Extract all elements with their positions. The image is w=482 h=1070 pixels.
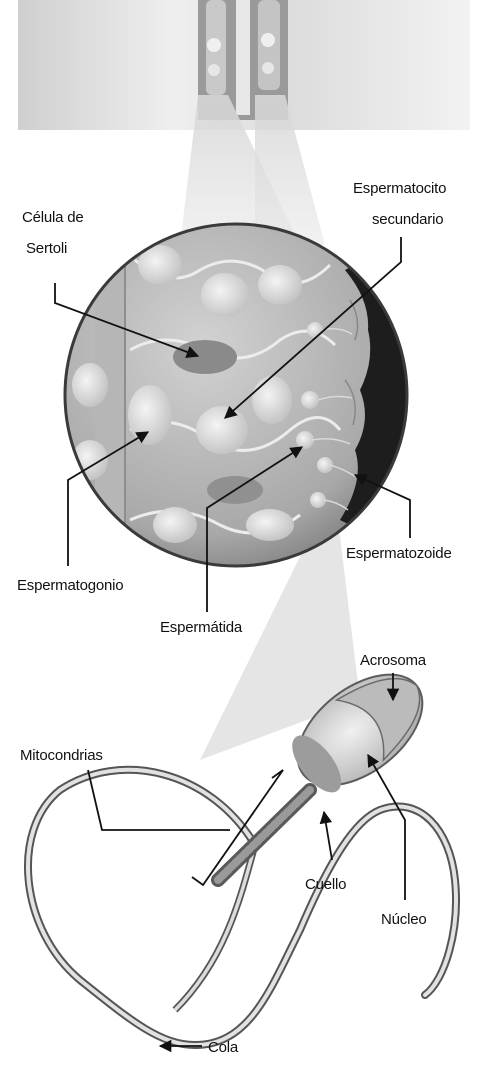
label-sertoli-line1: Célula de bbox=[22, 209, 84, 226]
label-mitocondrias: Mitocondrias bbox=[20, 747, 103, 764]
label-espermatozoide: Espermatozoide bbox=[346, 545, 452, 562]
tubule-magnification bbox=[60, 220, 420, 580]
tubule-image bbox=[18, 0, 470, 130]
label-secundario-line1: Espermatocito bbox=[353, 180, 446, 197]
pointer-cuello bbox=[324, 812, 332, 860]
label-espermatida: Espermátida bbox=[160, 619, 243, 636]
label-cuello: Cuello bbox=[305, 876, 346, 893]
label-acrosoma: Acrosoma bbox=[360, 652, 427, 669]
label-espermatogonio: Espermatogonio bbox=[17, 577, 123, 594]
label-sertoli-line2: Sertoli bbox=[26, 240, 67, 257]
label-secundario-line2: secundario bbox=[372, 211, 443, 228]
pointer-nucleo bbox=[368, 755, 405, 900]
label-nucleo: Núcleo bbox=[381, 911, 427, 928]
label-cola: Cola bbox=[208, 1039, 239, 1056]
